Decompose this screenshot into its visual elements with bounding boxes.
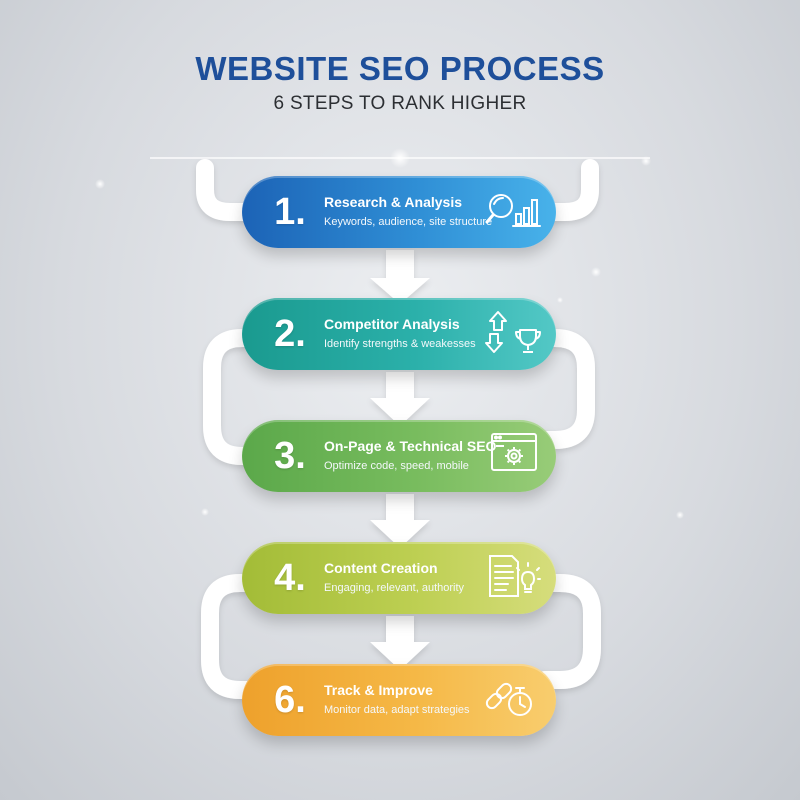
step-label: Research & Analysis <box>324 194 462 210</box>
arrows-trophy-icon <box>485 311 541 353</box>
sparkle <box>676 511 684 519</box>
link-stopwatch-icon <box>485 682 532 716</box>
step-number: 2. <box>274 313 306 355</box>
arrow-2-3 <box>370 372 430 426</box>
step-label: On-Page & Technical SEO <box>324 438 497 454</box>
arrow-3-4 <box>370 494 430 548</box>
step-research-analysis: 1. Research & Analysis Keywords, audienc… <box>242 176 556 248</box>
step-description: Identify strengths & weakesses <box>324 338 476 350</box>
step-description: Optimize code, speed, mobile <box>324 460 469 472</box>
step-number: 1. <box>274 191 306 233</box>
step-track-improve: 6. Track & Improve Monitor data, adapt s… <box>242 664 556 736</box>
step-number: 6. <box>274 679 306 721</box>
step-description: Monitor data, adapt strategies <box>324 704 470 716</box>
step-competitor-analysis: 2. Competitor Analysis Identify strength… <box>242 298 556 370</box>
connector-top-left <box>196 159 264 221</box>
step-on-page-technical-seo: 3. On-Page & Technical SEO Optimize code… <box>242 420 556 492</box>
arrow-1-2 <box>370 250 430 304</box>
connector-loop-left-4-6 <box>201 574 259 699</box>
sparkle <box>390 148 410 168</box>
document-lightbulb-icon <box>489 555 541 597</box>
sparkle <box>557 297 563 303</box>
step-label: Track & Improve <box>324 682 433 698</box>
connector-loop-left-2-3 <box>203 329 259 465</box>
magnifier-bar-chart-icon <box>485 194 541 227</box>
sparkle <box>201 508 209 516</box>
connector-top-right <box>536 159 599 221</box>
sparkle <box>641 156 651 166</box>
connector-loop-right-4-6 <box>536 574 601 689</box>
page-subtitle: 6 STEPS TO RANK HIGHER <box>273 93 527 114</box>
step-description: Keywords, audience, site structure <box>324 216 493 228</box>
step-label: Competitor Analysis <box>324 316 460 332</box>
step-description: Engaging, relevant, authority <box>324 582 465 594</box>
connector-loop-right-2-3 <box>536 329 595 449</box>
step-number: 3. <box>274 435 306 477</box>
browser-gear-icon <box>491 433 537 471</box>
step-label: Content Creation <box>324 560 438 576</box>
page-title: WEBSITE SEO PROCESS <box>195 50 605 87</box>
step-number: 4. <box>274 557 306 599</box>
sparkle <box>591 267 601 277</box>
arrow-4-6 <box>370 616 430 670</box>
sparkles <box>95 148 684 519</box>
step-content-creation: 4. Content Creation Engaging, relevant, … <box>242 542 556 614</box>
sparkle <box>95 179 105 189</box>
